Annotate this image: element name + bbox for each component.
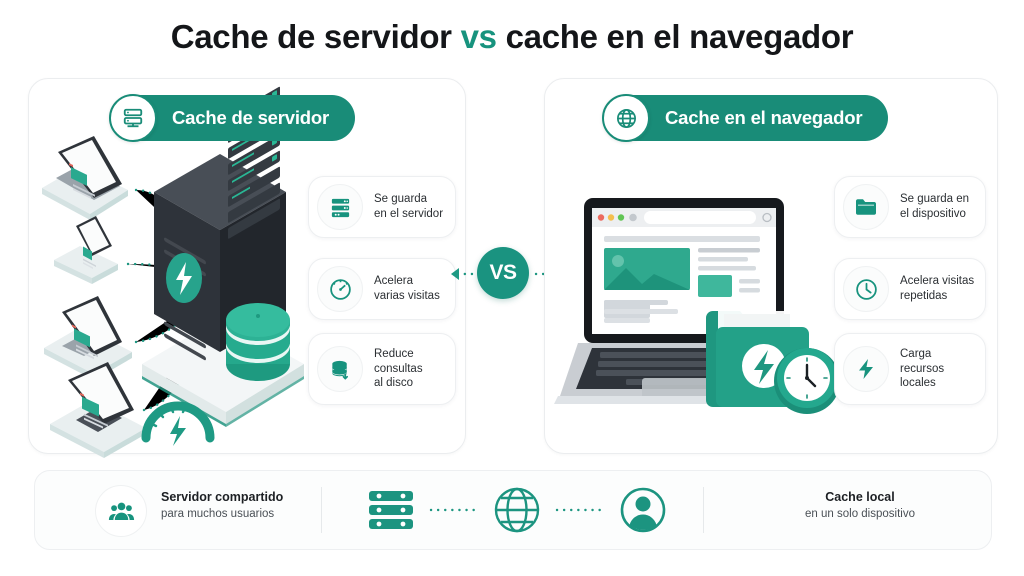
vs-circle-icon: VS bbox=[477, 247, 529, 299]
page-title: Cache de servidor vs cache en el navegad… bbox=[0, 18, 1024, 56]
left-card-3-line3: al disco bbox=[374, 377, 413, 390]
server-tower-3d-icon bbox=[142, 86, 304, 427]
bottom-summary-bar: Servidor compartido para muchos usuarios bbox=[34, 470, 992, 550]
left-card-3-line1: Reduce bbox=[374, 348, 414, 361]
right-card-1-line1: Se guarda en bbox=[900, 193, 970, 206]
right-card-2-line1: Acelera visitas bbox=[900, 275, 975, 288]
bolt-icon bbox=[843, 346, 889, 392]
right-card-2[interactable]: Acelera visitas repetidas bbox=[834, 258, 986, 320]
bottom-right-text: Cache local en un solo dispositivo bbox=[735, 489, 985, 522]
right-card-1-line2: el dispositivo bbox=[900, 208, 966, 220]
tablet-device-icon bbox=[44, 296, 132, 380]
bottom-right-subtitle: en un solo dispositivo bbox=[805, 508, 915, 520]
browser-dot-yellow bbox=[607, 214, 615, 221]
right-card-1-text: Se guarda en el dispositivo bbox=[900, 192, 979, 221]
left-card-2-text: Acelera varias visitas bbox=[374, 274, 450, 303]
database-icon bbox=[317, 346, 363, 392]
bottom-left-title: Servidor compartido bbox=[161, 490, 284, 504]
desktop-monitor-icon bbox=[50, 362, 146, 458]
users-group-icon bbox=[95, 485, 147, 537]
browser-dot-green bbox=[617, 214, 625, 221]
globe-icon bbox=[602, 94, 650, 142]
left-card-2-line1: Acelera bbox=[374, 275, 413, 288]
right-card-3[interactable]: Carga recursos locales bbox=[834, 333, 986, 405]
left-card-3[interactable]: Reduce consultas al disco bbox=[308, 333, 456, 405]
clock-icon bbox=[843, 266, 889, 312]
laptop-device-icon bbox=[42, 136, 128, 220]
left-card-2-line2: varias visitas bbox=[374, 290, 440, 302]
right-card-1[interactable]: Se guarda en el dispositivo bbox=[834, 176, 986, 238]
left-card-3-text: Reduce consultas al disco bbox=[374, 347, 433, 391]
bottom-left-subtitle: para muchos usuarios bbox=[161, 508, 275, 520]
browser-dot-red bbox=[597, 214, 605, 221]
right-panel-header-pill[interactable]: Cache en el navegador bbox=[602, 94, 889, 142]
right-card-2-line2: repetidas bbox=[900, 290, 948, 302]
bottom-center-flow bbox=[369, 487, 666, 533]
user-avatar-icon bbox=[620, 487, 666, 533]
globe-icon bbox=[494, 487, 540, 533]
left-panel-header-pill[interactable]: Cache de servidor bbox=[109, 94, 356, 142]
bottom-right-title: Cache local bbox=[825, 490, 895, 504]
vs-arrow-left bbox=[451, 268, 474, 280]
folder-icon bbox=[843, 184, 889, 230]
left-card-1-text: Se guarda en el servidor bbox=[374, 192, 453, 221]
right-card-3-text: Carga recursos locales bbox=[900, 347, 954, 391]
title-segment-1: Cache de servidor bbox=[170, 18, 461, 55]
phone-device-icon bbox=[54, 216, 118, 284]
database-cylinder-icon bbox=[226, 303, 290, 381]
title-vs-word: vs bbox=[460, 18, 497, 55]
title-segment-2: cache en el navegador bbox=[496, 18, 854, 55]
speedometer-icon bbox=[317, 266, 363, 312]
right-card-2-text: Acelera visitas repetidas bbox=[900, 274, 984, 303]
right-card-3-line3: locales bbox=[900, 377, 936, 390]
right-card-3-line2: recursos bbox=[900, 362, 945, 375]
left-panel-header-label: Cache de servidor bbox=[172, 107, 330, 128]
bottom-left-text: Servidor compartido para muchos usuarios bbox=[161, 489, 283, 522]
lightning-bolt-icon bbox=[166, 253, 202, 303]
left-card-3-line2: consultas bbox=[374, 362, 423, 375]
left-card-2[interactable]: Acelera varias visitas bbox=[308, 258, 456, 320]
bottom-divider-right bbox=[703, 487, 704, 533]
left-card-1[interactable]: Se guarda en el servidor bbox=[308, 176, 456, 238]
right-panel-header-label: Cache en el navegador bbox=[665, 107, 863, 128]
laptop-browser-icon bbox=[554, 198, 840, 414]
left-card-1-line2: en el servidor bbox=[374, 208, 444, 220]
left-card-1-line1: Se guarda bbox=[374, 193, 428, 206]
bottom-divider-left bbox=[321, 487, 322, 533]
speedometer-gauge-icon bbox=[141, 401, 215, 446]
server-rack-icon bbox=[109, 94, 157, 142]
clock-icon bbox=[774, 348, 840, 414]
server-stack-icon bbox=[317, 184, 363, 230]
right-card-3-line1: Carga bbox=[900, 348, 932, 361]
vs-label: VS bbox=[489, 261, 517, 284]
server-stack-icon bbox=[369, 491, 413, 529]
